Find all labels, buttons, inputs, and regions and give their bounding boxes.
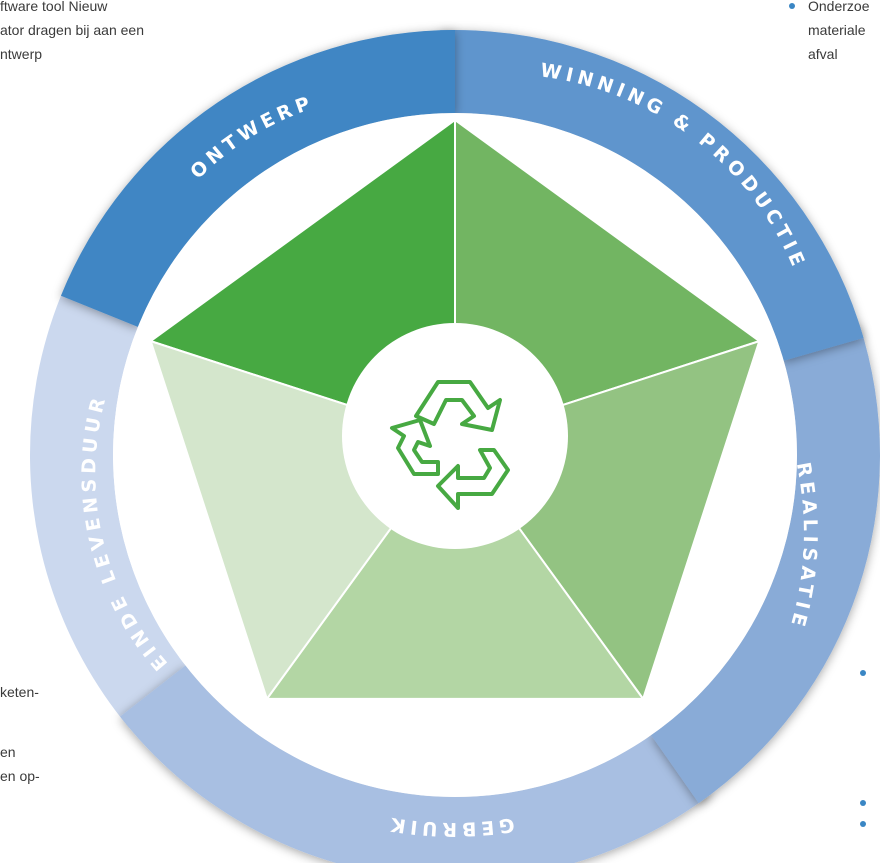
- bullet-dot: [860, 670, 866, 676]
- bottom-left-text-line-1: keten-: [0, 684, 39, 700]
- bullet-dot: [860, 821, 866, 827]
- bullet-dot: [860, 800, 866, 806]
- bullet-dot: [789, 3, 795, 9]
- ring-segment-ontwerp: [60, 30, 455, 327]
- top-right-text-line-3: afval: [808, 46, 838, 62]
- ring-segment-winning-productie: [440, 29, 864, 361]
- recycle-icon: [390, 380, 510, 510]
- top-left-text-line-2: ator dragen bij aan een: [0, 22, 144, 38]
- center-circle: [342, 323, 568, 549]
- bottom-left-text-line-4: en op-: [0, 768, 40, 784]
- top-left-text-line-1: ftware tool Nieuw: [0, 0, 108, 14]
- bottom-left-text-line-3: en: [0, 744, 16, 760]
- top-right-text-line-2: materiale: [808, 22, 866, 38]
- ring-segment-realisatie: [651, 323, 880, 804]
- top-left-text-line-3: ntwerp: [0, 46, 43, 62]
- ring-segment-gebruik: [120, 665, 711, 863]
- top-right-text-line-1: Onderzoe: [808, 0, 870, 14]
